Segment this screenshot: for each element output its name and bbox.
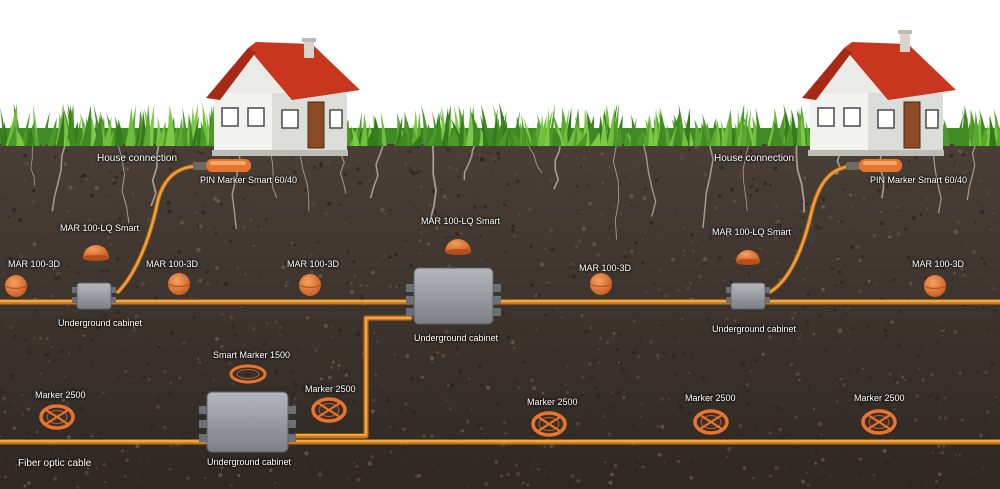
marker-2500-label-4: Marker 2500: [685, 393, 736, 403]
mar-3d-marker-2: [167, 273, 191, 295]
marker-2500-label-1: Marker 2500: [35, 390, 86, 400]
house-connection-left-label: House connection: [97, 153, 178, 164]
mar-3d-label-3: MAR 100-3D: [287, 259, 340, 269]
mar-3d-marker-5: [923, 275, 947, 297]
fiber-optic-cable-label: Fiber optic cable: [18, 458, 92, 469]
mar-lq-smart-right-label: MAR 100-LQ Smart: [712, 227, 792, 237]
smart-marker-1500: [229, 364, 267, 384]
mar-3d-marker-4: [589, 273, 613, 295]
marker-2500-ring: [693, 409, 729, 435]
cabinet-center: [406, 267, 501, 325]
cabinet-bottom-label: Underground cabinet: [207, 457, 292, 467]
pin-marker-right-label: PIN Marker Smart 60/40: [870, 175, 968, 185]
pin-marker-right: [846, 159, 902, 172]
mar-lq-smart-left-label: MAR 100-LQ Smart: [60, 223, 140, 233]
marker-2500-label-5: Marker 2500: [854, 393, 905, 403]
mar-lq-smart-left-marker: [83, 245, 109, 261]
marker-2500-label-2: Marker 2500: [305, 384, 356, 394]
mar-3d-label-5: MAR 100-3D: [912, 259, 965, 269]
house-connection-right-label: House connection: [714, 153, 795, 164]
cabinet-right: [726, 282, 770, 310]
cabinet-center-label: Underground cabinet: [414, 333, 499, 343]
marker-2500-ring: [311, 397, 347, 423]
mar-3d-label-2: MAR 100-3D: [146, 259, 199, 269]
mar-3d-label-1: MAR 100-3D: [8, 259, 61, 269]
mar-lq-smart-center-label: MAR 100-LQ Smart: [421, 216, 501, 226]
marker-2500-rings: [39, 397, 897, 437]
marker-2500-ring: [531, 411, 567, 437]
marker-2500-ring: [861, 409, 897, 435]
cabinet-bottom: [199, 391, 296, 453]
house-left: [206, 38, 360, 156]
mar-3d-label-4: MAR 100-3D: [579, 263, 632, 273]
marker-2500-label-3: Marker 2500: [527, 397, 578, 407]
pin-marker-left-label: PIN Marker Smart 60/40: [200, 175, 298, 185]
mar-3d-marker-1: [4, 275, 28, 297]
marker-2500-ring: [39, 404, 75, 430]
pin-marker-left: [193, 159, 251, 172]
cabinet-left: [72, 282, 116, 310]
mar-lq-smart-center-marker: [445, 239, 471, 255]
house-right: [802, 30, 956, 156]
fiber-cables: [0, 164, 1000, 445]
mar-3d-marker-3: [298, 274, 322, 296]
mar-lq-smart-right-marker: [736, 250, 760, 265]
cabinet-right-label: Underground cabinet: [712, 324, 797, 334]
smart-marker-1500-label: Smart Marker 1500: [213, 350, 291, 360]
cabinet-left-label: Underground cabinet: [58, 318, 143, 328]
